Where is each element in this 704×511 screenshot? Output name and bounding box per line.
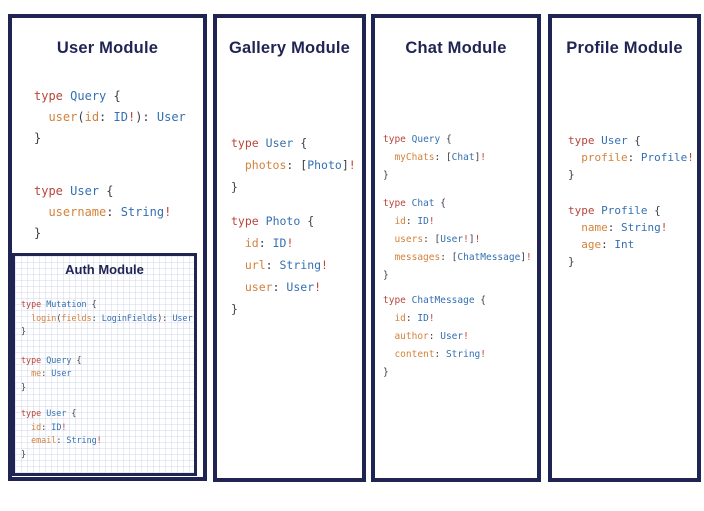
panel-user-module: User Module type Query { user(id: ID!): … (8, 14, 207, 481)
panel-gallery-module: Gallery Module type User { photos: [Phot… (213, 14, 366, 482)
profile-module-code-user-type: type User { profile: Profile!} (568, 134, 694, 181)
chat-module-code-chatmessage-type: type ChatMessage { id: ID! author: User!… (383, 295, 487, 378)
chat-module-title: Chat Module (405, 39, 507, 57)
user-module-code-query: type Query { user(id: ID!): User} (34, 89, 186, 145)
auth-module-code-query: type Query { me: User} (21, 354, 82, 392)
panel-profile-module: Profile Module type User { profile: Prof… (548, 14, 701, 482)
panel-chat-module: Chat Module type Query { myChats: [Chat]… (371, 14, 541, 482)
user-module-title: User Module (56, 39, 159, 57)
panel-auth-module: Auth Module type Mutation { login(fields… (12, 253, 197, 476)
user-module-code-user-type: type User { username: String!} (34, 184, 172, 240)
profile-module-code-profile-type: type Profile { name: String! age: Int} (568, 204, 668, 268)
gallery-module-code-photo-type: type Photo { id: ID! url: String! user: … (231, 214, 328, 316)
chat-module-code-chat-type: type Chat { id: ID! users: [User!]! mess… (383, 198, 532, 281)
auth-module-code-mutation: type Mutation { login(fields: LoginField… (21, 299, 193, 336)
profile-module-title: Profile Module (566, 39, 683, 57)
auth-module-code-user-type: type User { id: ID! email: String!} (21, 408, 102, 459)
gallery-module-title: Gallery Module (228, 39, 351, 57)
chat-module-code-query: type Query { myChats: [Chat]!} (383, 134, 487, 181)
gallery-module-code-user-type: type User { photos: [Photo]!} (231, 136, 356, 194)
auth-module-title: Auth Module (65, 262, 144, 277)
